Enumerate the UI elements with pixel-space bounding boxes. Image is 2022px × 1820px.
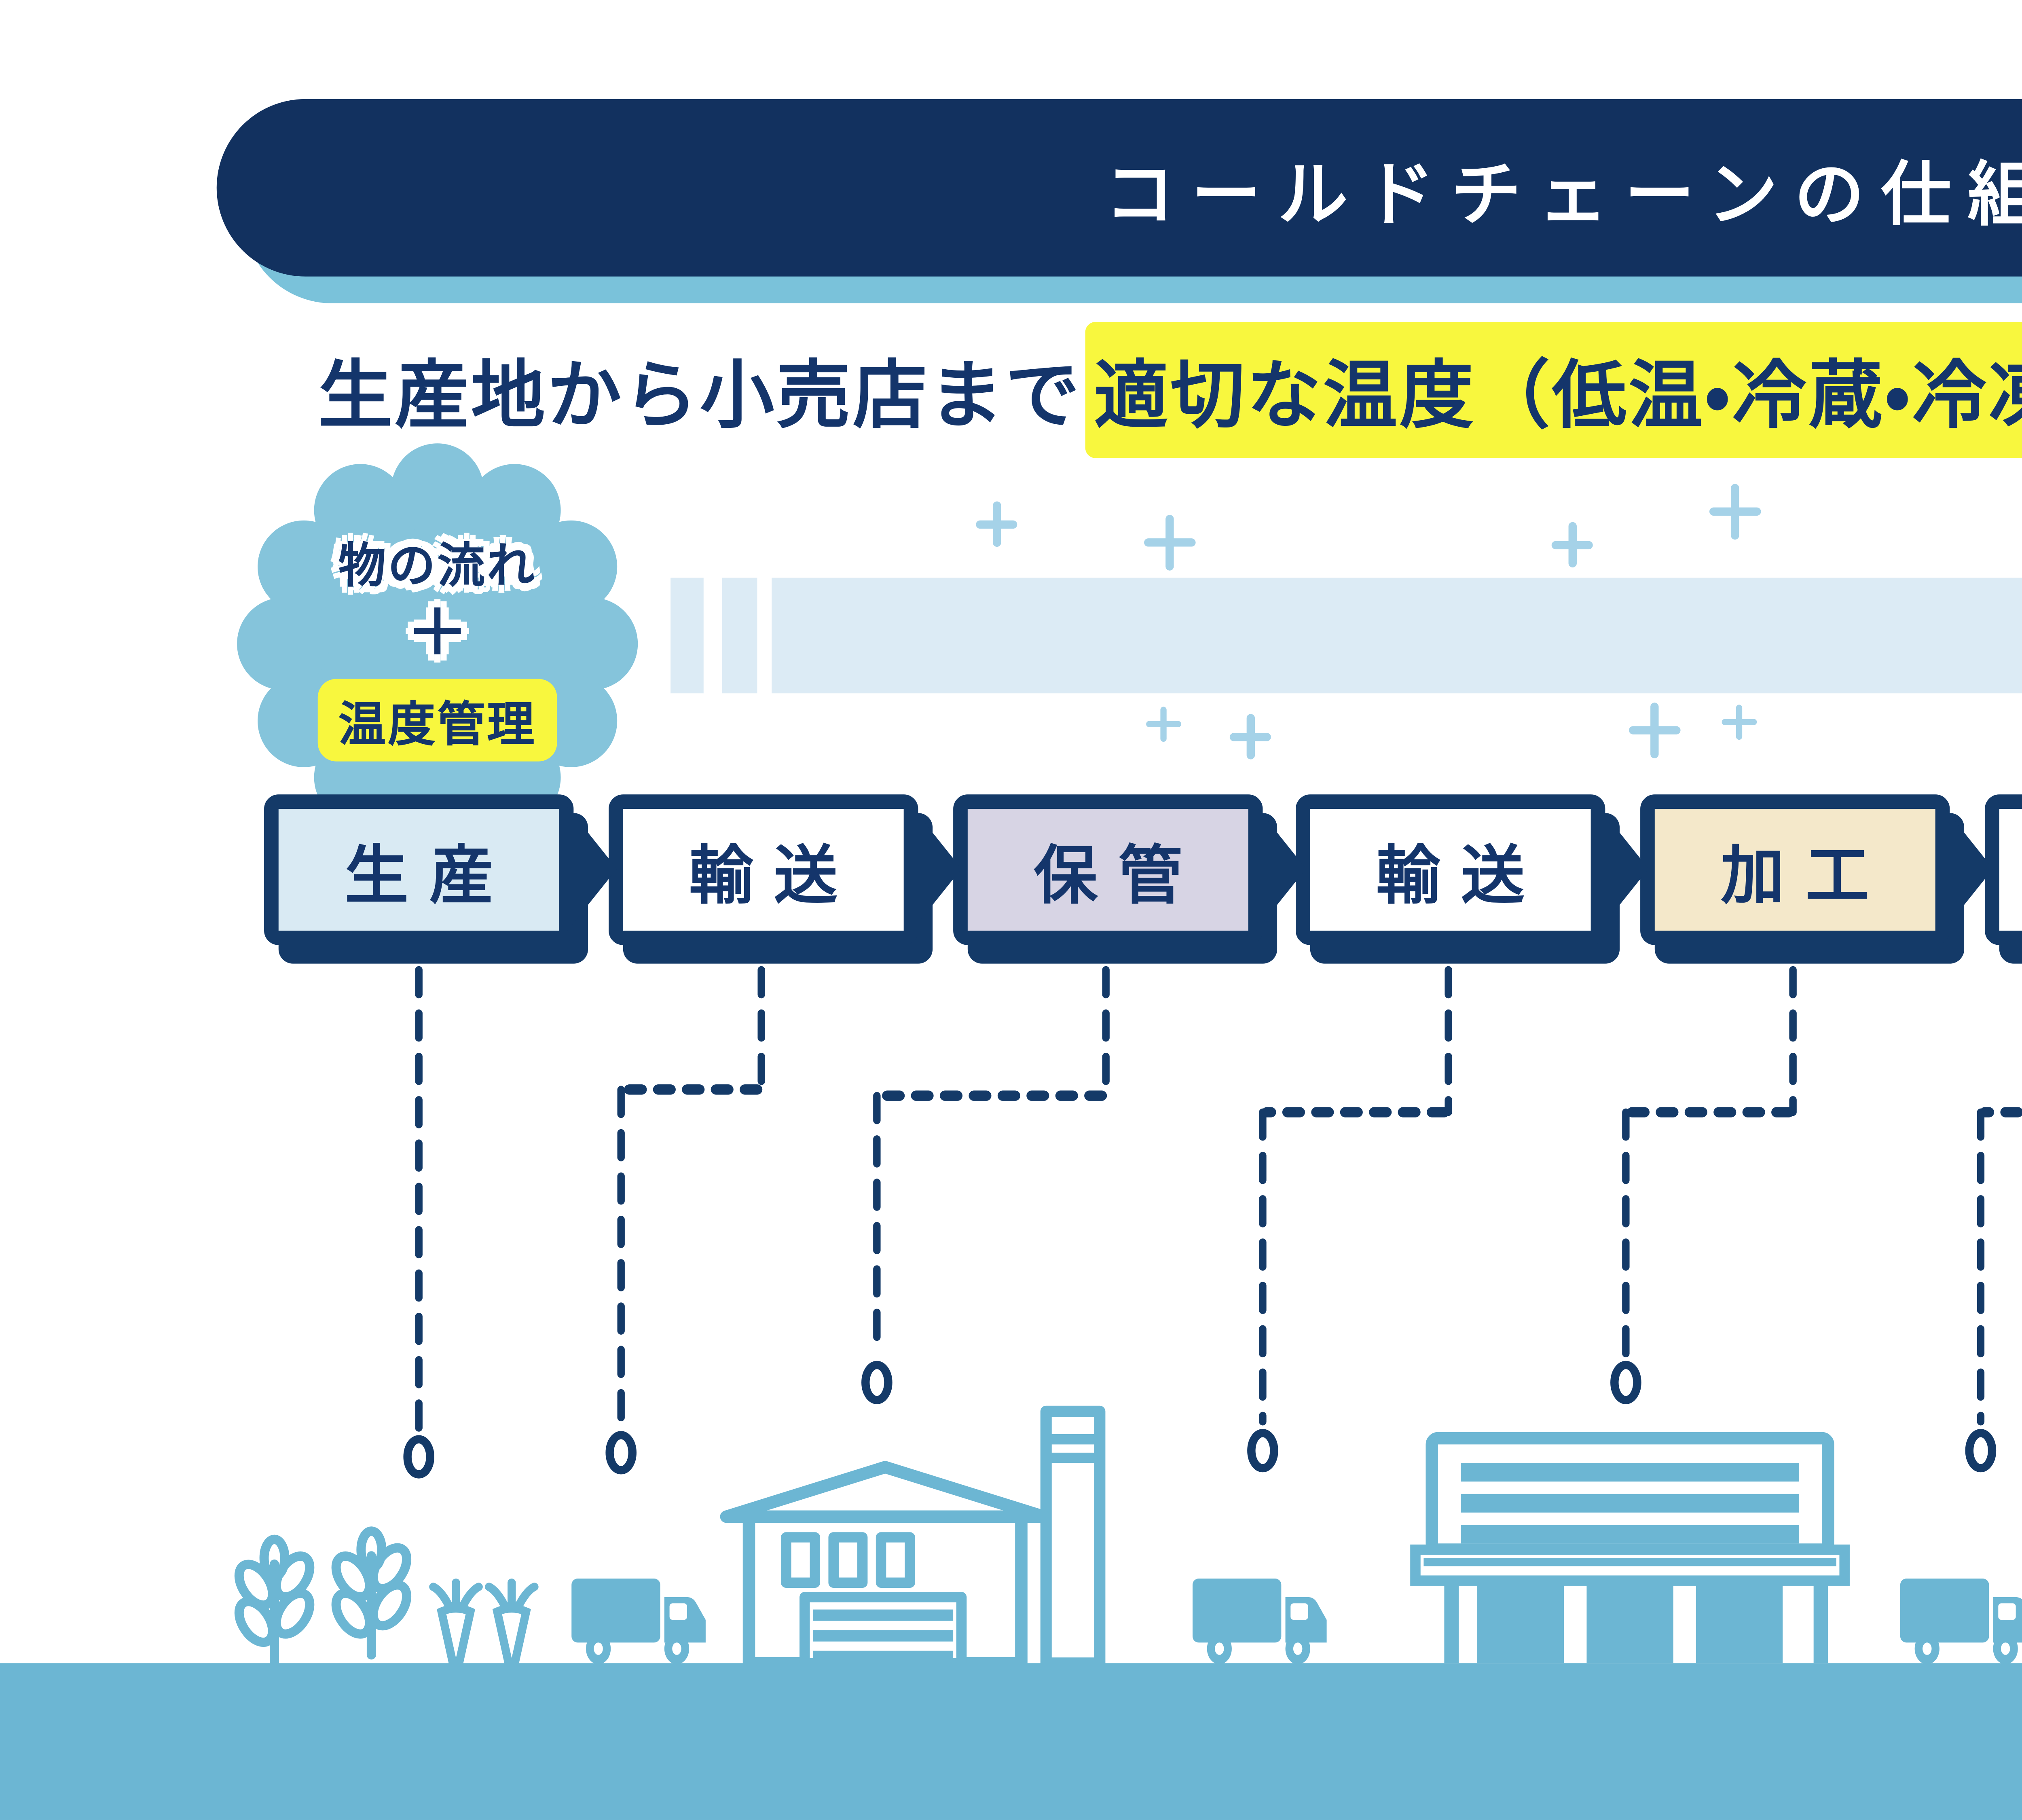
- subtitle-highlight: 適切な温度（低温・冷蔵・冷凍）: [1085, 322, 2022, 458]
- ground-band: [0, 1663, 2022, 1820]
- flow-step-storage: 保管: [953, 794, 1263, 945]
- flow-arrow-icon: [1944, 806, 1993, 931]
- flow-arrow-icon: [1599, 806, 1649, 931]
- connector-dashed-vertical-lines: [415, 966, 1985, 1436]
- connector-dashed-horizontal-lines: [620, 1084, 2022, 1117]
- connector-end-circles: [403, 1361, 1997, 1479]
- subtitle-prefix: 生産地から小売店まで: [318, 353, 1082, 438]
- legend-badge: 物の流れ ＋ 温度管理: [233, 440, 642, 848]
- flow-arrow-icon: [567, 806, 617, 931]
- badge-temperature-label: 温度管理: [317, 679, 557, 762]
- flow-arrow-icon: [912, 806, 962, 931]
- flow-step-production: 生産: [264, 794, 574, 945]
- flow-step-processing: 加工: [1640, 794, 1950, 945]
- flow-step-label: 加工: [1721, 840, 1890, 912]
- warehouse-icon: [720, 1405, 1106, 1670]
- flow-step-transport-1: 輸送: [609, 794, 918, 945]
- flow-step-label: 生産: [345, 840, 514, 912]
- flow-step-label: 輸送: [689, 840, 859, 912]
- flow-band-segment: [722, 578, 757, 694]
- title-banner: コールドチェーンの仕組み: [216, 99, 2022, 277]
- flow-step-transport-2: 輸送: [1296, 794, 1605, 945]
- flow-band: [772, 578, 2022, 694]
- flow-step-label: 輸送: [1376, 840, 1546, 912]
- plus-icon: ＋: [406, 600, 469, 669]
- flow-step-label: 保管: [1034, 840, 1203, 912]
- factory-icon: [1410, 1432, 1850, 1663]
- page-title: コールドチェーンの仕組み: [1104, 156, 2022, 235]
- flow-arrow-icon: [1256, 806, 1306, 931]
- badge-flow-label: 物の流れ: [338, 538, 537, 593]
- flow-band-segment: [670, 578, 704, 694]
